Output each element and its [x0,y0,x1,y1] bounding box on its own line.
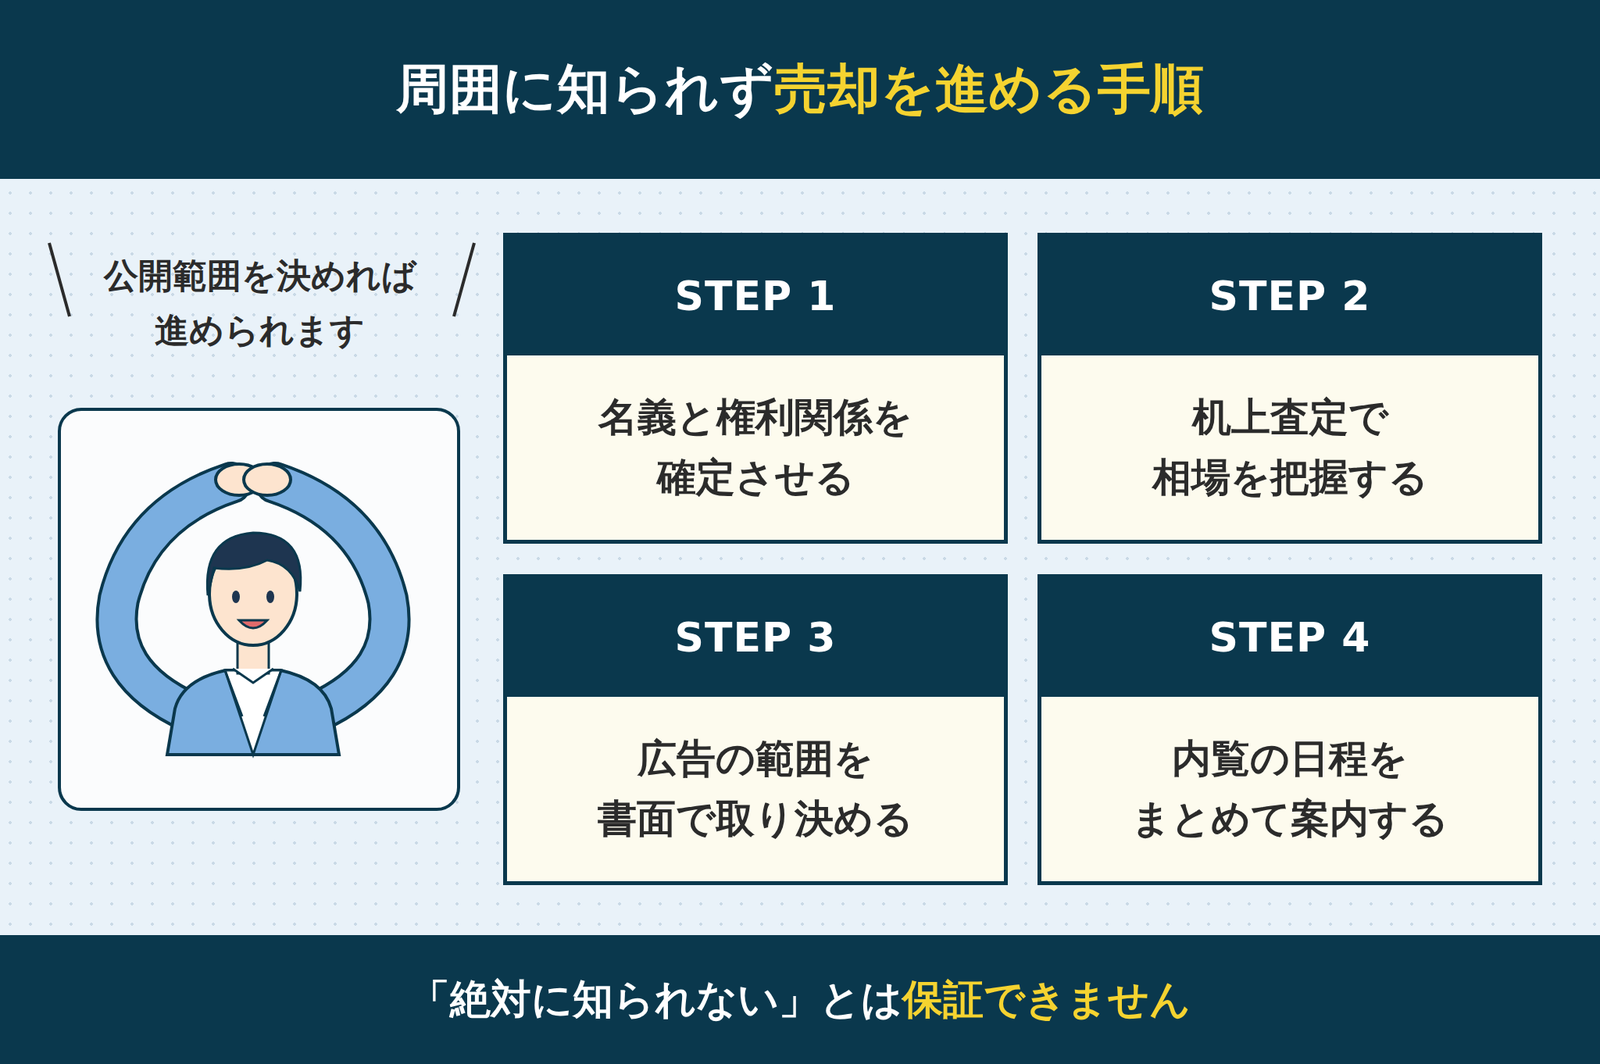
step-card: STEP 2 机上査定で 相場を把握する [1037,232,1543,544]
step-body: 机上査定で 相場を把握する [1041,355,1539,540]
step-description: 内覧の日程を まとめて案内する [1106,728,1474,850]
step-body: 内覧の日程を まとめて案内する [1041,696,1539,882]
step-description: 名義と権利関係を 確定させる [571,387,940,509]
step-heading: STEP 3 [507,578,1004,697]
speech-text: 公開範囲を決めれば 進められます [101,248,418,359]
speech-slash [453,242,475,317]
step-card: STEP 3 広告の範囲を 書面で取り決める [503,574,1008,886]
caption-band: 「絶対に知られない」とは保証できません [0,935,1600,1064]
step-heading: STEP 1 [507,236,1004,356]
caption-text: 「絶対に知られない」とは保証できません [409,972,1191,1028]
step-card: STEP 1 名義と権利関係を 確定させる [503,232,1008,544]
person [116,464,390,755]
step-description: 広告の範囲を 書面で取り決める [571,728,940,850]
step-card: STEP 4 内覧の日程を まとめて案内する [1037,574,1543,886]
step-heading: STEP 4 [1041,578,1539,697]
step-heading: STEP 2 [1041,236,1539,356]
step-body: 広告の範囲を 書面で取り決める [507,696,1004,882]
illustration [59,409,459,810]
step-body: 名義と権利関係を 確定させる [507,355,1004,540]
step-description: 机上査定で 相場を把握する [1106,387,1474,509]
title-band: 周囲に知られず売却を進める手順 [0,0,1600,179]
speech-slash [49,242,70,317]
title-text: 周囲に知られず売却を進める手順 [396,53,1204,125]
illustration-frame [59,409,459,810]
